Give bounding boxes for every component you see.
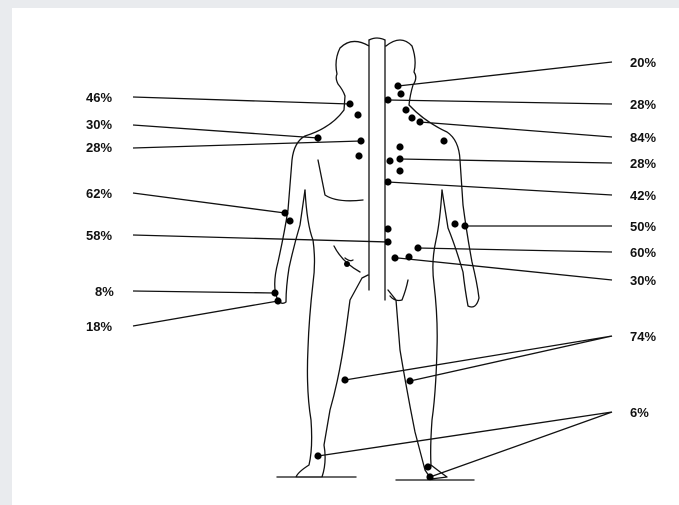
marker-dot [391, 254, 398, 261]
leader-line [133, 141, 361, 148]
percent-label: 42% [630, 188, 656, 203]
marker-dot [346, 100, 353, 107]
figure-chest-detail [318, 160, 363, 272]
marker-dot [384, 96, 391, 103]
leader-line [430, 412, 612, 477]
leader-line [318, 412, 612, 456]
leader-line [345, 336, 612, 380]
marker-dots [271, 82, 468, 480]
marker-dot [424, 463, 431, 470]
marker-dot [281, 209, 288, 216]
marker-dot [386, 157, 393, 164]
percent-label: 58% [86, 228, 112, 243]
marker-dot [355, 152, 362, 159]
percent-label: 18% [86, 319, 112, 334]
body-map-diagram: 46% 30% 28% 62% 58% 8% 18% 20% 28% 84% 2… [12, 8, 679, 505]
figure-torso-right [388, 190, 447, 479]
leader-line [133, 291, 275, 293]
percent-label: 6% [630, 405, 649, 420]
marker-dot [461, 222, 468, 229]
leader-line [420, 122, 612, 137]
leader-line [388, 182, 612, 195]
percent-label: 28% [630, 97, 656, 112]
marker-dot [396, 143, 403, 150]
leader-line [133, 235, 388, 242]
marker-dot [341, 376, 348, 383]
figure-head-front [275, 41, 369, 303]
figure-back-detail [390, 280, 408, 301]
marker-dot [271, 289, 278, 296]
leader-line [133, 301, 278, 326]
leader-line [133, 97, 350, 104]
human-figure [275, 38, 479, 480]
marker-dot [274, 297, 281, 304]
percent-label: 74% [630, 329, 656, 344]
figure-torso-left [296, 190, 368, 477]
leader-line [410, 336, 612, 381]
marker-dot [384, 178, 391, 185]
marker-dot [354, 111, 361, 118]
marker-dot [414, 244, 421, 251]
leader-line [400, 159, 612, 163]
marker-dot [406, 377, 413, 384]
marker-dot [408, 114, 415, 121]
marker-dot [426, 473, 433, 480]
percent-label: 28% [86, 140, 112, 155]
right-labels: 20% 28% 84% 28% 42% 50% 60% 30% 74% 6% [630, 55, 656, 420]
marker-dot [394, 82, 401, 89]
marker-dot [344, 261, 350, 267]
marker-dot [314, 134, 321, 141]
marker-dot [357, 137, 364, 144]
percent-label: 84% [630, 130, 656, 145]
percent-label: 30% [86, 117, 112, 132]
marker-dot [405, 253, 412, 260]
marker-dot [396, 167, 403, 174]
leader-line [388, 100, 612, 104]
leader-line [133, 193, 285, 213]
percent-label: 62% [86, 186, 112, 201]
marker-dot [286, 217, 293, 224]
percent-label: 8% [95, 284, 114, 299]
marker-dot [440, 137, 447, 144]
percent-label: 20% [630, 55, 656, 70]
marker-dot [314, 452, 321, 459]
percent-label: 50% [630, 219, 656, 234]
leader-line [398, 258, 612, 280]
leader-line [398, 62, 612, 86]
marker-dot [397, 90, 404, 97]
marker-dot [384, 225, 391, 232]
leader-line [418, 248, 612, 252]
left-labels: 46% 30% 28% 62% 58% 8% 18% [86, 90, 114, 334]
percent-label: 30% [630, 273, 656, 288]
leader-line [133, 125, 318, 138]
marker-dot [451, 220, 458, 227]
leader-lines [133, 62, 612, 477]
diagram-panel: 46% 30% 28% 62% 58% 8% 18% 20% 28% 84% 2… [12, 8, 679, 505]
percent-label: 60% [630, 245, 656, 260]
figure-divider-top [369, 38, 385, 40]
percent-label: 28% [630, 156, 656, 171]
marker-dot [416, 118, 423, 125]
marker-dot [396, 155, 403, 162]
marker-dot [384, 238, 391, 245]
percent-label: 46% [86, 90, 112, 105]
marker-dot [402, 106, 409, 113]
